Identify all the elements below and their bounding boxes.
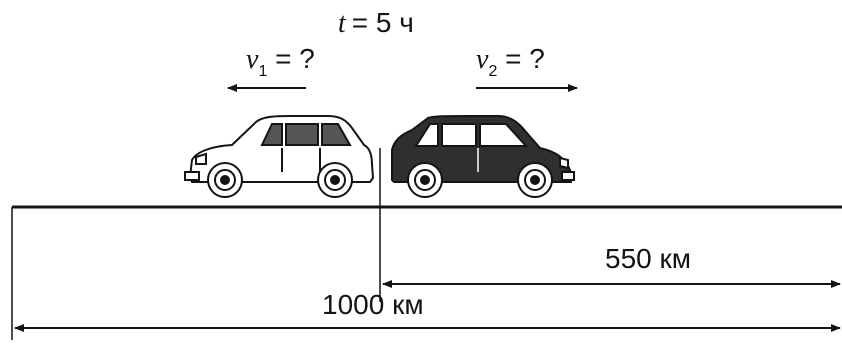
dimension-1000-label: 1000 км [322,289,424,320]
velocity-left-label: v1 = ? [246,43,315,80]
velocity-right-label: v2 = ? [476,43,545,80]
right-car [391,115,575,198]
left-car [184,115,375,198]
time-label: t= 5 ч [338,7,414,39]
dimension-550-label: 550 км [605,243,691,274]
